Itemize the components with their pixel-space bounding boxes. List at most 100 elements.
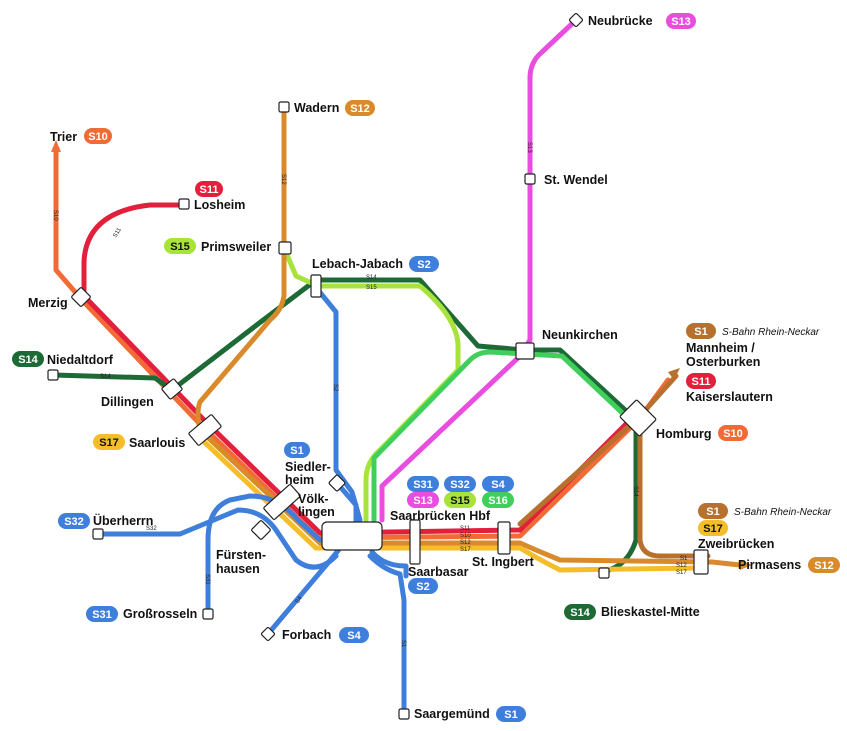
svg-text:S10: S10 (88, 131, 108, 143)
station-label-zweibruecken: Zweibrücken (698, 537, 774, 551)
badge-bg (58, 513, 90, 529)
badge-bg (482, 476, 514, 492)
svg-text:S1: S1 (290, 445, 303, 457)
station-note-zweibruecken: S-Bahn Rhein-Neckar (734, 507, 832, 518)
station-label-mannheim-1: Mannheim / (686, 341, 755, 355)
station-marker-wadern (278, 101, 290, 113)
station-marker-saarlouis (188, 414, 222, 446)
station-label-fuerstenhausen-2: hausen (216, 562, 260, 576)
station-label-saarlouis: Saarlouis (129, 436, 185, 450)
svg-text:S31: S31 (92, 609, 112, 621)
station-marker-dillingen (161, 378, 183, 400)
badge-bg (407, 492, 439, 508)
station-label-grossrosseln: Großrosseln (123, 607, 197, 621)
arrow-mannheim (668, 368, 680, 380)
station-marker-homburg (619, 399, 657, 437)
svg-text:S10: S10 (52, 210, 58, 221)
badge-s2-saarbasar: S2 (408, 578, 438, 594)
station-marker-neunkirchen (515, 342, 535, 360)
station-label-voelklingen-2: lingen (298, 505, 335, 519)
station-label-ueberherrn: Überherrn (93, 513, 153, 528)
svg-text:S12: S12 (814, 560, 834, 572)
station-label-dillingen: Dillingen (101, 395, 154, 409)
svg-text:S15: S15 (366, 285, 377, 291)
station-marker-niedaltdorf (47, 369, 59, 381)
station-label-pirmasens: Pirmasens (738, 558, 801, 572)
station-label-neunkirchen: Neunkirchen (542, 328, 618, 342)
svg-text:S4: S4 (491, 479, 505, 491)
badge-s17-zweibruecken: S17 (698, 520, 728, 536)
badge-s1-rhein-neckar-mannheim: S1 (686, 323, 716, 339)
svg-text:S13: S13 (671, 16, 691, 28)
station-label-siedlerheim-1: Siedler- (285, 460, 331, 474)
badge-s12-pirmasens: S12 (808, 557, 840, 573)
station-marker-st-wendel (524, 173, 536, 185)
station-label-saarbasar: Saarbasar (408, 565, 469, 579)
badge-bg (482, 492, 514, 508)
station-label-blieskastel: Blieskastel-Mitte (601, 605, 700, 619)
svg-text:S16: S16 (488, 495, 508, 507)
badge-s31-saarbruecken: S31 (407, 476, 439, 492)
station-marker-lebach (310, 274, 322, 298)
badge-bg (164, 238, 196, 254)
badge-s2-lebach: S2 (409, 256, 439, 272)
badge-s32-ueberherrn: S32 (58, 513, 90, 529)
svg-text:S12: S12 (460, 540, 471, 546)
badge-s11-losheim: S11 (195, 181, 223, 197)
station-label-neubruecke: Neubrücke (588, 14, 653, 28)
line-s12 (195, 105, 743, 568)
station-marker-losheim (178, 198, 190, 210)
svg-text:S32: S32 (450, 479, 470, 491)
station-label-voelklingen-1: Völk- (298, 492, 329, 506)
station-marker-zweibruecken (693, 549, 709, 575)
svg-text:S32: S32 (146, 526, 157, 532)
badge-bg (698, 520, 728, 536)
station-label-homburg: Homburg (656, 427, 712, 441)
line-s31 (205, 493, 323, 617)
line-s14 (51, 277, 639, 575)
station-label-primsweiler: Primsweiler (201, 240, 271, 254)
badge-bg (686, 373, 716, 389)
svg-text:S15: S15 (170, 241, 190, 253)
line-s15 (282, 247, 461, 523)
station-label-wadern: Wadern (294, 101, 339, 115)
svg-text:S14: S14 (570, 607, 590, 619)
badge-bg (12, 351, 44, 367)
station-marker-saargemuend (398, 708, 410, 720)
svg-text:S17: S17 (99, 437, 119, 449)
station-label-saarbruecken: Saarbrücken Hbf (390, 509, 491, 523)
svg-text:S17: S17 (703, 523, 723, 535)
badge-bg (444, 492, 476, 508)
station-label-niedaltdorf: Niedaltdorf (47, 353, 114, 367)
badge-bg (564, 604, 596, 620)
svg-text:S12: S12 (350, 103, 370, 115)
svg-text:S2: S2 (416, 581, 429, 593)
svg-text:S14: S14 (366, 275, 377, 281)
badge-bg (284, 442, 310, 458)
badge-s1-siedlerheim: S1 (284, 442, 310, 458)
badge-s13-saarbruecken: S13 (407, 492, 439, 508)
arrow-trier (51, 140, 61, 152)
station-label-kaiserslautern: Kaiserslautern (686, 390, 773, 404)
svg-text:S12: S12 (676, 563, 687, 569)
svg-text:S14: S14 (18, 354, 38, 366)
badge-s16-saarbruecken: S16 (482, 492, 514, 508)
svg-text:S2: S2 (417, 259, 430, 271)
svg-text:S1: S1 (680, 556, 688, 562)
station-marker-grossrosseln (202, 608, 214, 620)
svg-text:S10: S10 (723, 428, 743, 440)
badge-s13-neubruecke: S13 (666, 13, 696, 29)
station-labels: Trier Losheim Wadern Primsweiler Neubrüc… (28, 14, 832, 721)
svg-text:S1: S1 (706, 506, 719, 518)
station-label-forbach: Forbach (282, 628, 331, 642)
station-marker-neubruecke (568, 12, 584, 28)
badge-s11-kaiserslautern: S11 (686, 373, 716, 389)
station-marker-ueberherrn (92, 528, 104, 540)
badge-bg (444, 476, 476, 492)
station-marker-forbach (260, 626, 276, 642)
badge-bg (93, 434, 125, 450)
badge-s17-saarlouis: S17 (93, 434, 125, 450)
station-label-siedlerheim-2: heim (285, 473, 314, 487)
svg-text:S11: S11 (692, 376, 711, 388)
svg-text:S4: S4 (295, 595, 305, 605)
